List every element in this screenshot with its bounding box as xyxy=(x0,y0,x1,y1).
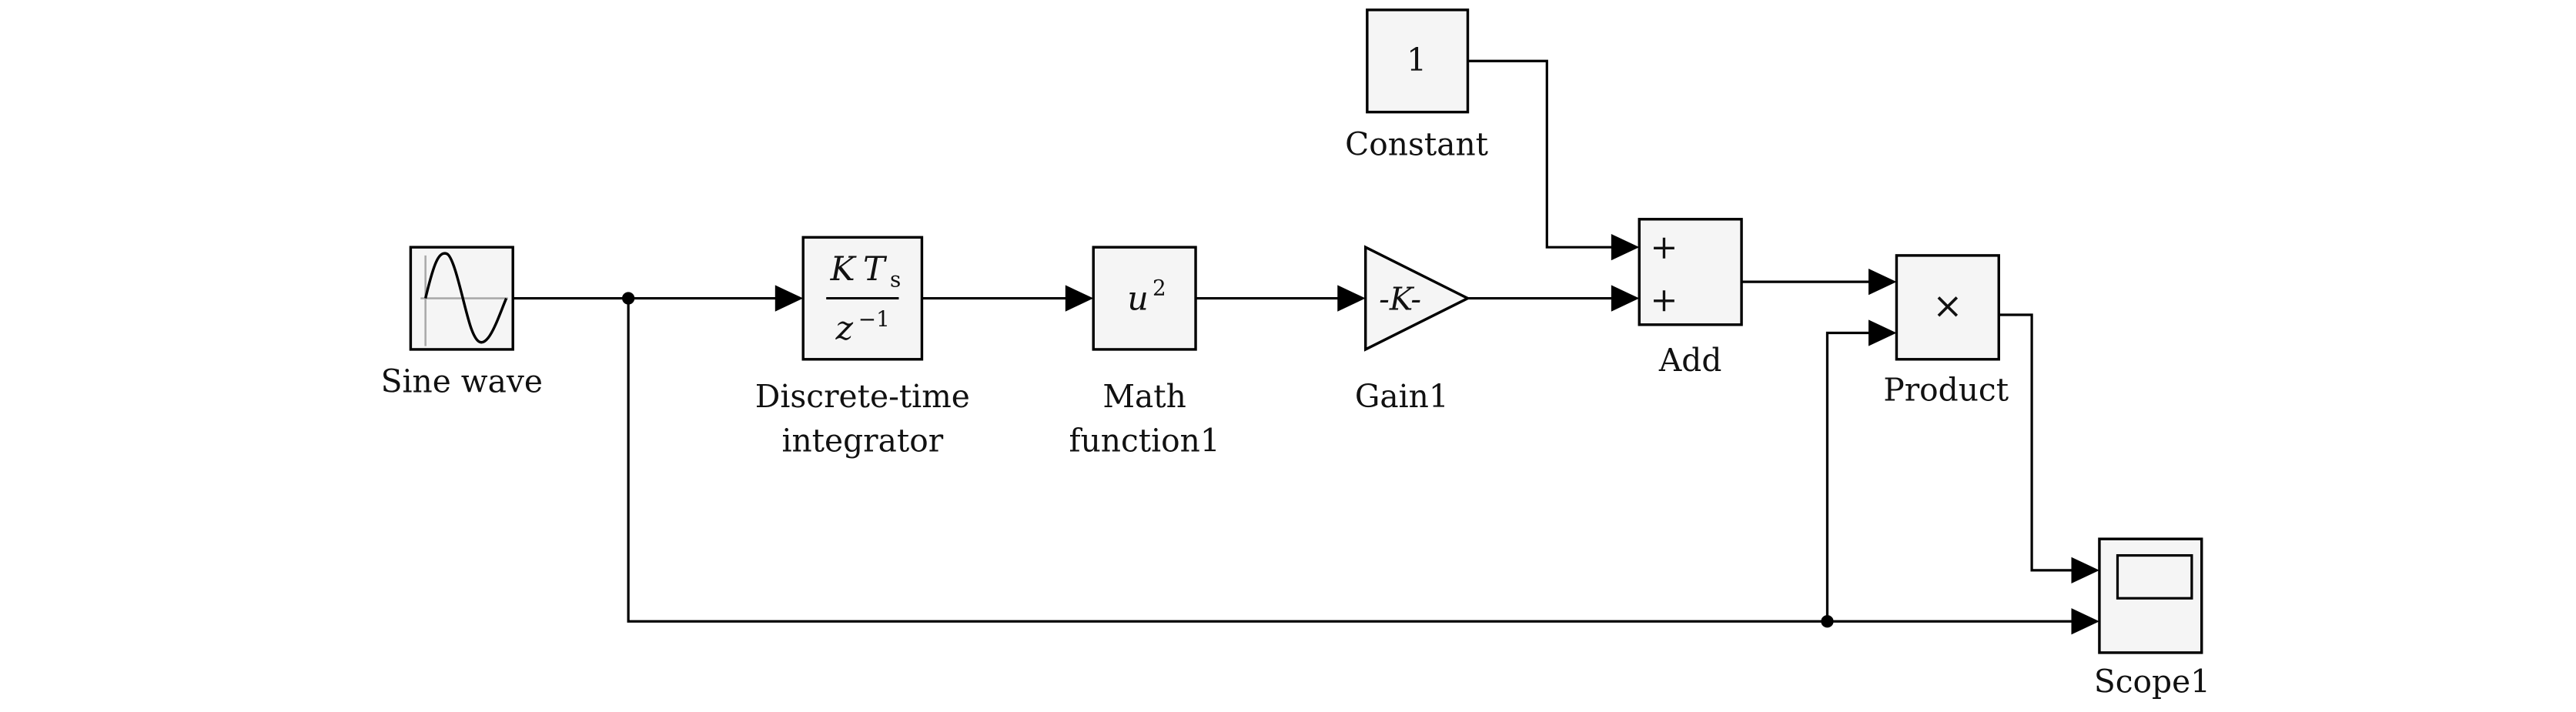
den-exponent: −1 xyxy=(858,306,890,332)
block-label: Gain1 xyxy=(1355,378,1449,415)
scope-screen-icon xyxy=(2116,553,2193,600)
arrow-scope-in2 xyxy=(2071,608,2099,635)
block-product[interactable]: × Product xyxy=(1883,254,2009,408)
product-symbol: × xyxy=(1932,285,1962,327)
constant-value: 1 xyxy=(1407,42,1427,79)
block-sine-wave[interactable]: Sine wave xyxy=(381,246,543,400)
sine-wave-icon xyxy=(420,252,508,346)
wire-branch-to-product[interactable] xyxy=(1825,331,1884,622)
math-var: u xyxy=(1127,280,1149,319)
block-gain[interactable]: -K- Gain1 xyxy=(1355,245,1471,415)
block-discrete-time-integrator[interactable]: K T s z −1 Discrete-time integrator xyxy=(755,236,970,460)
block-label: Sine wave xyxy=(381,363,543,400)
block-label-line2: integrator xyxy=(781,423,943,460)
gain-k: K xyxy=(830,250,858,289)
block-add[interactable]: + + Add xyxy=(1638,218,1743,379)
sample-time-subscript: s xyxy=(890,267,901,292)
arrow-add-in2 xyxy=(1611,285,1640,312)
block-label: Scope1 xyxy=(2094,663,2210,700)
block-label-line1: Discrete-time xyxy=(755,378,970,415)
add-sign-1: + xyxy=(1650,229,1678,267)
gain-symbol: -K- xyxy=(1379,281,1421,318)
block-label: Constant xyxy=(1345,125,1489,162)
arrow-product-in2 xyxy=(1868,319,1897,346)
branch-point xyxy=(1821,615,1834,628)
arrow-math-in xyxy=(1065,285,1094,312)
block-constant[interactable]: 1 Constant xyxy=(1345,8,1489,162)
wire-product-to-scope[interactable] xyxy=(1999,313,2086,572)
wire-constant-to-add[interactable] xyxy=(1467,59,1627,249)
block-label: Add xyxy=(1658,342,1722,379)
arrow-add-in1 xyxy=(1611,234,1640,261)
den-z: z xyxy=(835,309,853,348)
arrow-product-in1 xyxy=(1868,269,1897,296)
wire-sine-to-scope[interactable] xyxy=(627,298,2086,623)
wires xyxy=(513,59,2086,628)
arrow-gain-in xyxy=(1337,285,1366,312)
add-sign-2: + xyxy=(1650,282,1678,320)
branch-point xyxy=(622,292,635,305)
block-label: Product xyxy=(1883,371,2009,408)
math-exponent: 2 xyxy=(1153,275,1166,300)
block-label-line1: Math xyxy=(1102,378,1186,415)
block-math-function[interactable]: u 2 Math function1 xyxy=(1069,246,1220,460)
block-scope[interactable]: Scope1 xyxy=(2094,537,2210,700)
sample-time-t: T xyxy=(863,250,888,289)
block-label-line2: function1 xyxy=(1069,423,1220,460)
arrowheads xyxy=(774,234,2099,635)
arrow-integrator-in xyxy=(774,285,804,312)
arrow-scope-in1 xyxy=(2071,557,2099,583)
